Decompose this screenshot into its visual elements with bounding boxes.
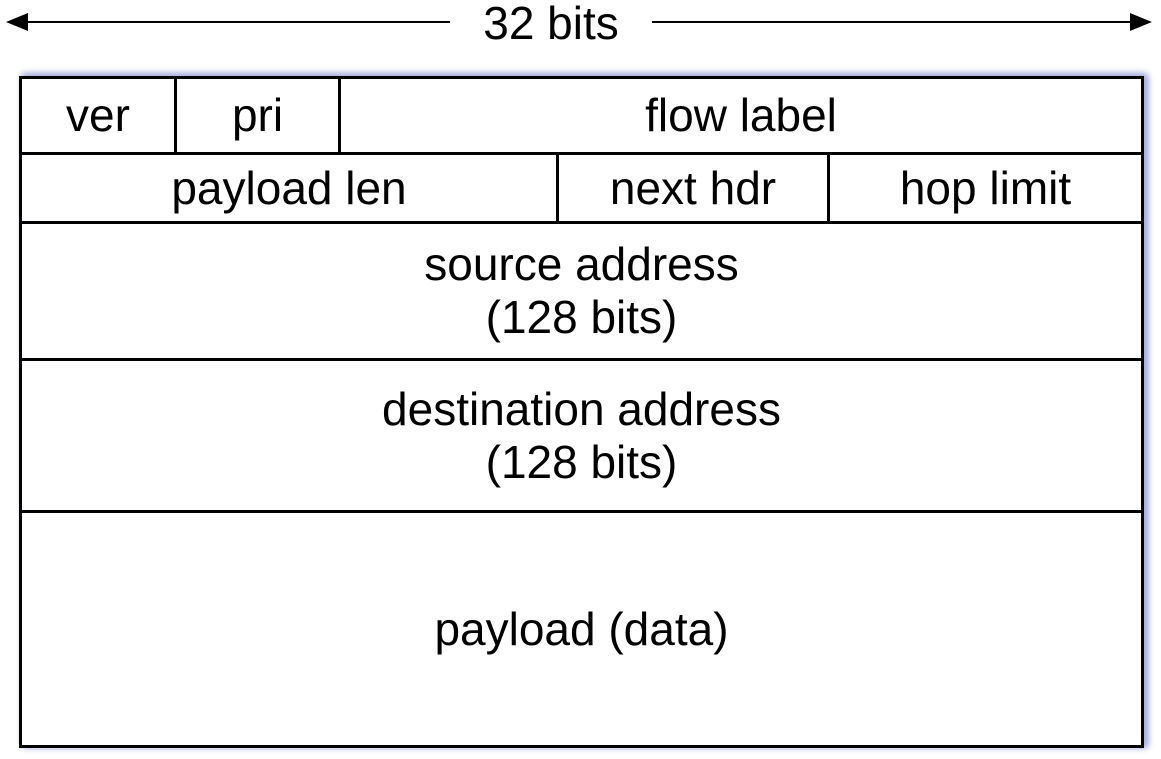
header-row-version-flow: ver pri flow label (22, 79, 1141, 155)
destination-address-row: destination address (128 bits) (22, 361, 1141, 513)
source-address-size: (128 bits) (485, 291, 678, 343)
width-indicator: 32 bits (0, 0, 1161, 60)
left-arrow-line (22, 21, 450, 23)
source-address-row: source address (128 bits) (22, 224, 1141, 361)
destination-address-field: destination address (128 bits) (22, 361, 1141, 510)
flow-label-field-label: flow label (645, 89, 837, 142)
priority-field: pri (177, 79, 341, 152)
source-address-field: source address (128 bits) (22, 224, 1141, 358)
left-arrowhead (6, 13, 28, 31)
flow-label-field: flow label (341, 79, 1141, 152)
header-row-payload-hop: payload len next hdr hop limit (22, 155, 1141, 224)
next-hdr-field-label: next hdr (609, 161, 777, 214)
next-hdr-field: next hdr (559, 155, 830, 221)
destination-address-label: destination address (382, 382, 781, 435)
source-address-label: source address (424, 238, 739, 291)
width-label: 32 bits (450, 0, 652, 58)
priority-field-label: pri (231, 89, 284, 142)
right-arrow-line (652, 21, 1132, 23)
version-field: ver (22, 79, 177, 152)
payload-field: payload (data) (22, 513, 1141, 745)
payload-len-field: payload len (22, 155, 559, 221)
hop-limit-field: hop limit (830, 155, 1141, 221)
right-arrowhead (1130, 13, 1152, 31)
payload-len-field-label: payload len (171, 161, 407, 214)
version-field-label: ver (66, 89, 130, 142)
payload-field-label: payload (data) (434, 602, 729, 655)
hop-limit-field-label: hop limit (899, 161, 1072, 214)
ipv6-header-box: ver pri flow label payload len next hdr … (19, 76, 1144, 748)
destination-address-size: (128 bits) (485, 435, 678, 488)
payload-row: payload (data) (22, 513, 1141, 745)
